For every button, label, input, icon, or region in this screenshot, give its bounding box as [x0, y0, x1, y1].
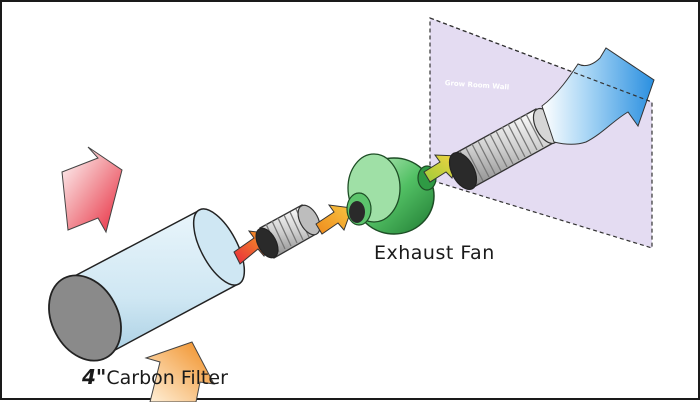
air-intake-arrow-orange	[144, 341, 215, 402]
carbon-filter	[48, 208, 246, 362]
carbon-filter-label: 4"Carbon Filter	[82, 365, 228, 389]
exhaust-fan	[346, 153, 437, 235]
carbon-filter-size: 4"	[82, 365, 107, 389]
wall-edge-line	[429, 17, 653, 103]
airflow-arrow-2	[315, 204, 353, 235]
carbon-filter-text: Carbon Filter	[106, 367, 228, 389]
exhaust-air-arrow	[541, 47, 655, 145]
air-intake-arrow-red	[61, 146, 123, 234]
short-duct	[255, 204, 321, 259]
exhaust-fan-label: Exhaust Fan	[374, 242, 495, 264]
